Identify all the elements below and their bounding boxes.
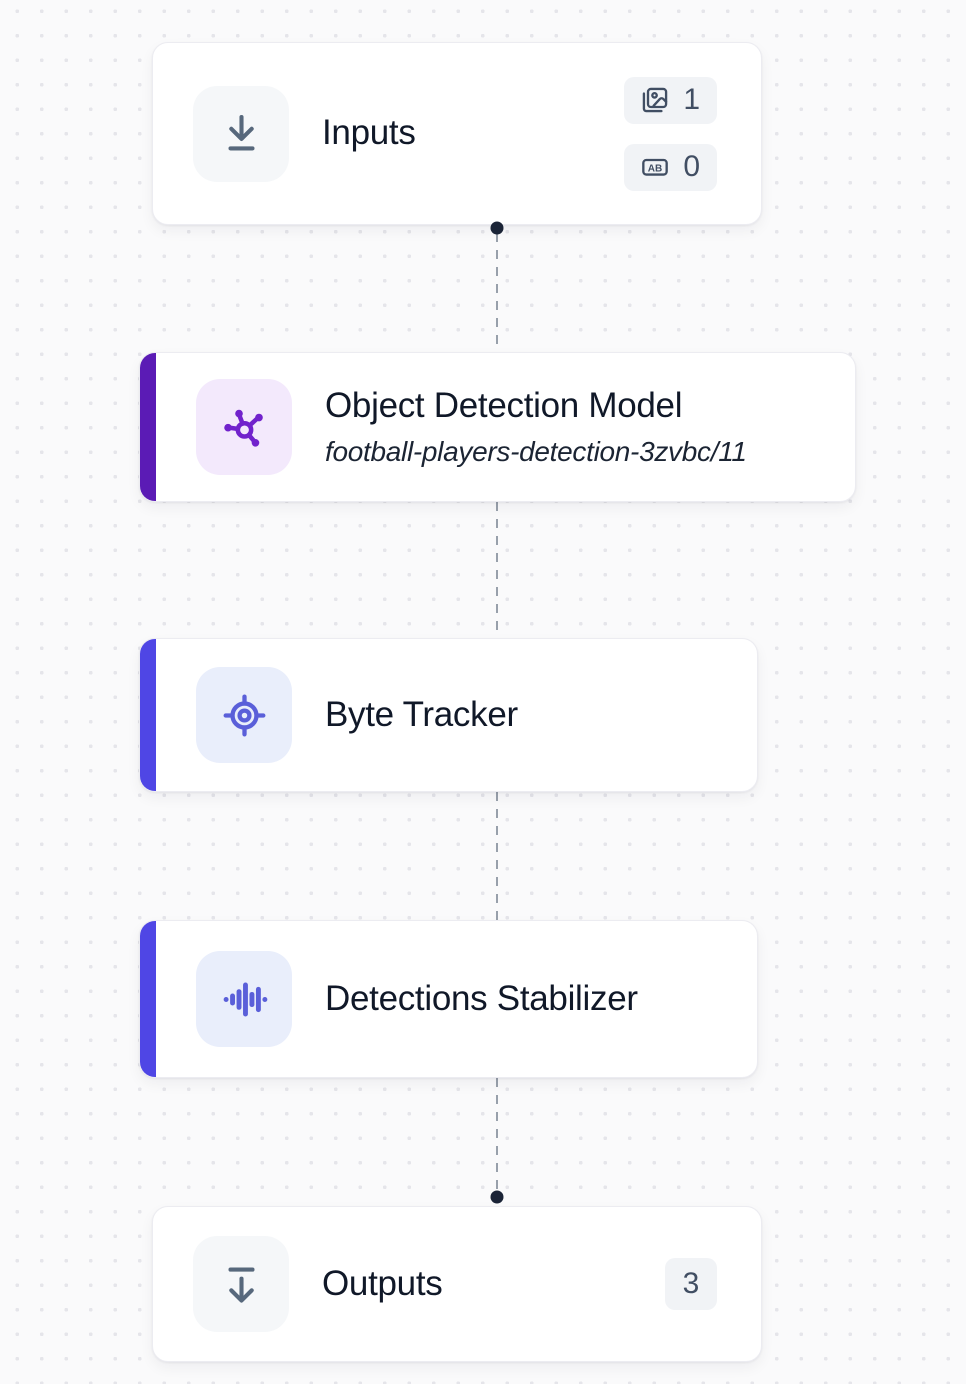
parameter-inputs-count-badge: AB 0 [624,143,717,191]
outputs-badges: 3 [665,1258,717,1310]
edge-tracker-to-stabilizer [496,792,498,920]
ab-label-icon: AB [642,158,669,176]
edge-inputs-to-model [496,233,498,352]
svg-text:AB: AB [648,163,662,174]
crosshair-target-icon [196,667,292,763]
model-id: football-players-detection-3zvbc/11 [325,435,747,467]
waveform-icon [196,951,292,1047]
inputs-badges: 1 AB 0 [624,76,717,191]
node-title: Object Detection Model [325,386,683,426]
accent-stripe [140,639,156,791]
node-title: Byte Tracker [325,694,518,734]
images-icon [643,87,668,113]
edge-model-to-tracker [496,502,498,638]
target-handle-outputs[interactable] [490,1190,504,1204]
node-byte-tracker[interactable]: Byte Tracker [139,638,758,792]
accent-stripe [140,353,156,501]
source-handle-inputs[interactable] [490,221,504,235]
arrow-down-to-line-icon [193,85,289,182]
hub-nodes-icon [196,379,292,475]
node-title: Detections Stabilizer [325,978,638,1018]
arrow-down-from-line-icon [193,1236,289,1332]
node-object-detection-model[interactable]: Object Detection Model football-players-… [139,352,856,502]
node-outputs[interactable]: Outputs 3 [152,1206,762,1362]
parameter-inputs-count: 0 [683,150,700,183]
image-inputs-count: 1 [683,83,700,116]
outputs-count: 3 [682,1267,700,1300]
node-title: Outputs [322,1263,443,1303]
accent-stripe [140,921,156,1077]
outputs-count-badge: 3 [665,1258,717,1310]
node-title: Inputs [322,113,416,153]
node-inputs[interactable]: Inputs 1 AB 0 [152,42,762,225]
edge-stabilizer-to-outputs [496,1078,498,1192]
image-inputs-count-badge: 1 [624,76,717,124]
node-detections-stabilizer[interactable]: Detections Stabilizer [139,920,758,1078]
